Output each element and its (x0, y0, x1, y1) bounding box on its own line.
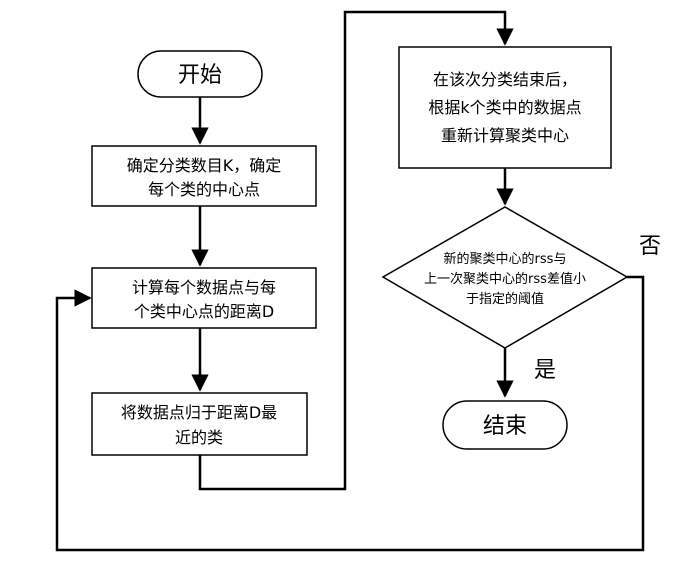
decision-line-3: 于指定的阈值 (466, 291, 544, 307)
decision-line-2: 上一次聚类中心的rss差值小 (424, 271, 586, 287)
arrow-decision-no-loop (55, 275, 645, 552)
compute-distance-node: 计算每个数据点与每 个类中心点的距离D (91, 267, 317, 329)
end-label: 结束 (483, 414, 527, 439)
determine-k-line-2: 每个类的中心点 (148, 180, 260, 199)
start-label: 开始 (178, 63, 222, 88)
compute-distance-line-2: 个类中心点的距离D (134, 302, 274, 321)
decision-line-1: 新的聚类中心的rss与 (444, 251, 567, 267)
determine-k-line-1: 确定分类数目K，确定 (127, 156, 282, 175)
arrow-assign-to-recompute (198, 10, 514, 491)
no-label: 否 (639, 234, 661, 259)
assign-node: 将数据点归于距离D最 近的类 (91, 392, 308, 456)
compute-distance-line-1: 计算每个数据点与每 (132, 278, 276, 297)
start-node: 开始 (137, 50, 263, 98)
yes-label: 是 (534, 358, 556, 383)
determine-k-node: 确定分类数目K，确定 每个类的中心点 (91, 145, 317, 207)
recompute-node: 在该次分类结束后， 根据k个类中的数据点 重新计算聚类中心 (398, 46, 612, 169)
end-node: 结束 (442, 400, 568, 450)
recompute-line-1: 在该次分类结束后， (433, 70, 577, 89)
decision-node: 新的聚类中心的rss与 上一次聚类中心的rss差值小 于指定的阈值 (381, 206, 629, 349)
recompute-line-2: 根据k个类中的数据点 (428, 98, 581, 117)
recompute-line-3: 重新计算聚类中心 (441, 126, 569, 145)
assign-line-1: 将数据点归于距离D最 (121, 403, 277, 422)
assign-line-2: 近的类 (175, 428, 223, 447)
